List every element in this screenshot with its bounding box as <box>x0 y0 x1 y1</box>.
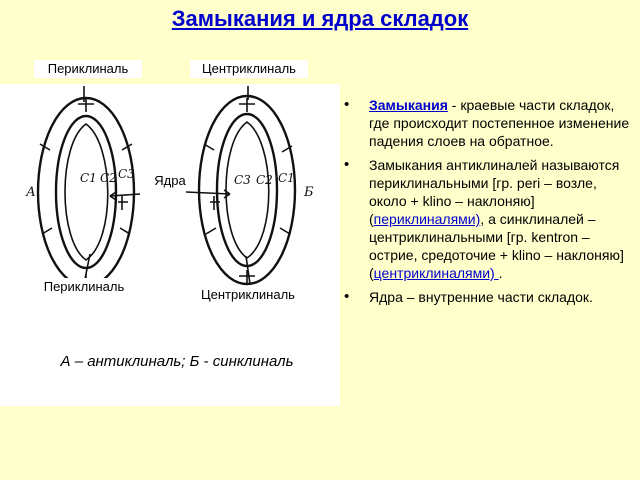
letter-a: А <box>25 185 36 200</box>
layer-c3-right: C3 <box>234 173 251 187</box>
closures-definition: - краевые части складок, где происходит … <box>369 97 630 149</box>
label-centricline-top: Центриклиналь <box>190 60 308 78</box>
layer-c3-left: C3 <box>118 167 135 181</box>
letter-b: Б <box>303 185 314 200</box>
layer-c2-left: C2 <box>100 171 117 185</box>
bullet-closures: Замыкания - краевые части складок, где п… <box>344 96 636 150</box>
closure-types-text-3: . <box>498 265 503 281</box>
figure-caption: А – антиклиналь; Б - синклиналь <box>38 350 316 402</box>
layer-c2-right: C2 <box>256 173 273 187</box>
closure-types-text-1: Замыкания антиклиналей называются перикл… <box>369 157 620 227</box>
label-cores: Ядра <box>154 173 186 188</box>
syncline-outer-layer <box>197 94 297 286</box>
label-pericline-bottom: Периклиналь <box>30 278 138 296</box>
anticline-outer-layer <box>36 96 136 288</box>
layer-c1-right: C1 <box>278 171 295 185</box>
definition-list: Замыкания - краевые части складок, где п… <box>344 96 636 312</box>
centricline-link[interactable]: центриклиналями) <box>373 265 499 281</box>
term-closures: Замыкания <box>369 97 448 113</box>
pericline-link[interactable]: периклиналями) <box>373 211 481 227</box>
page-title: Замыкания и ядра складок <box>171 6 469 31</box>
layer-c1-left: C1 <box>80 171 97 185</box>
cores-definition: Ядра – внутренние части складок. <box>369 289 593 305</box>
fold-diagram: А Б C1 C2 C3 C3 C2 C1 <box>25 86 314 288</box>
label-pericline-top: Периклиналь <box>34 60 142 78</box>
syncline-core-ring <box>225 121 270 259</box>
bullet-closure-types: Замыкания антиклиналей называются перикл… <box>344 156 636 282</box>
label-centricline-bottom: Центриклиналь <box>186 286 310 304</box>
closure-types-text-2: , а синклиналей – центриклинальными [гр.… <box>369 211 624 281</box>
bullet-cores: Ядра – внутренние части складок. <box>344 288 636 306</box>
anticline-core-ring <box>64 123 109 261</box>
